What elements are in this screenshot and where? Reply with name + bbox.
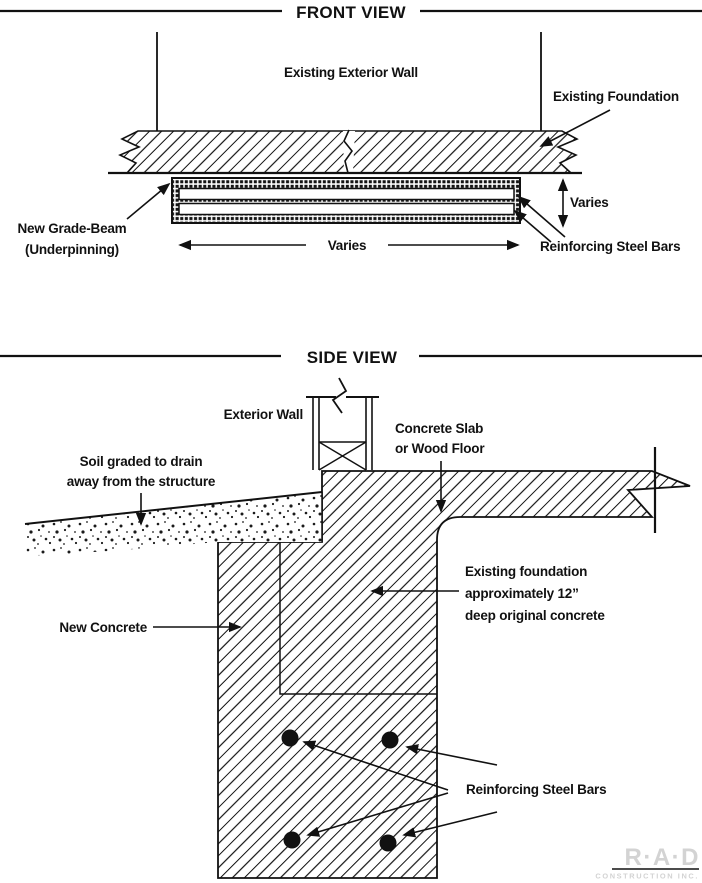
rebar-dot-top-left [281,729,299,747]
logo-brand: R·A·D [625,844,700,871]
grade-beam-label-line1: New Grade-Beam [18,221,127,236]
logo: R·A·D CONSTRUCTION INC. [595,844,700,881]
side-existing-foundation-label-line2: approximately 12” [465,586,579,601]
crack-mark [343,129,353,174]
width-dimension-label: Varies [328,238,367,253]
crack-gap [343,131,355,173]
side-rebar-arrow-2 [405,744,498,766]
grade-beam-shape [171,177,521,224]
original-foundation-boundary [279,542,437,695]
wall-break-mark [331,377,348,414]
front-rebar-arrow-bottom [513,209,552,243]
concrete-section-shape [217,470,691,879]
side-rebar-arrow-4 [402,811,498,838]
soil-shape [25,492,322,556]
new-concrete-label: New Concrete [59,620,147,635]
logo-subtitle: CONSTRUCTION INC. [595,872,699,881]
rebar-dot-bottom-right [379,834,397,852]
exterior-wall-label: Exterior Wall [224,407,303,422]
rebar-strip-bottom [178,202,515,216]
existing-exterior-wall-label: Existing Exterior Wall [284,65,418,80]
slab-label-line2: or Wood Floor [395,441,485,456]
soil-grade-line [24,491,323,525]
side-view-title: SIDE VIEW [307,348,398,367]
front-rebar-label: Reinforcing Steel Bars [540,239,680,254]
side-existing-foundation-label-line3: deep original concrete [465,608,605,623]
side-rebar-arrow-1 [302,740,449,791]
side-view: SIDE VIEW Exterior Wall Concrete Slab or… [0,348,702,879]
front-view-title: FRONT VIEW [296,3,406,22]
rebar-dot-bottom-left [283,831,301,849]
depth-dimension-label: Varies [570,195,609,210]
rebar-dot-top-right [381,731,399,749]
side-rebar-arrow-3 [306,792,449,837]
grade-beam-arrow [126,182,171,220]
front-rebar-arrow-top [517,195,566,238]
existing-foundation-arrow [539,109,611,147]
sill-box-diagonal-2 [318,441,367,471]
front-view: FRONT VIEW Existing Exterior Wall Varies… [0,3,702,257]
rebar-strip-top [178,187,515,201]
soil-label-line2: away from the structure [67,474,216,489]
slab-label-line1: Concrete Slab [395,421,483,436]
existing-foundation-label: Existing Foundation [553,89,679,104]
soil-label-line1: Soil graded to drain [80,454,203,469]
side-rebar-label: Reinforcing Steel Bars [466,782,606,797]
side-existing-foundation-label-line1: Existing foundation [465,564,587,579]
grade-beam-label-line2: (Underpinning) [25,242,119,257]
